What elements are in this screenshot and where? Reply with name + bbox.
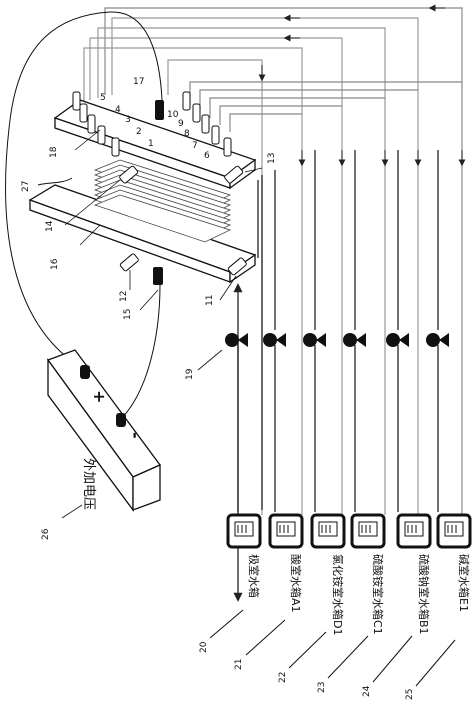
tanks: [226, 513, 472, 549]
pin-number-4: 4: [115, 105, 121, 115]
tank-label-3: 氯化铵室水箱D1: [331, 554, 345, 635]
tank-5: [396, 513, 432, 549]
label-electrode-15: 15: [123, 309, 133, 320]
label-right-port-bottom: 11: [205, 295, 215, 306]
pin-number-2: 2: [136, 127, 142, 137]
side-ports: [119, 165, 247, 276]
label-battery: 26: [41, 528, 51, 540]
pump-2: [263, 333, 286, 347]
pin-number-9: 9: [178, 119, 184, 129]
bottom-plate: [28, 184, 257, 284]
pumps: [225, 333, 449, 347]
top-pins-left: [72, 91, 120, 157]
tank-labels: 极室水箱 酸室水箱A1 氯化铵室水箱D1 硫酸铵室水箱C1 硫酸钠室水箱B1 碱…: [247, 554, 471, 635]
pin-number-10: 10: [167, 110, 179, 120]
tank-number-1: 20: [199, 641, 209, 653]
tank-number-2: 21: [234, 659, 244, 670]
tank-4: [350, 513, 386, 549]
pump-number: 19: [185, 368, 195, 380]
battery-plus: +: [90, 390, 109, 403]
label-left-port: 12: [119, 291, 129, 302]
label-membranes: 14: [45, 220, 55, 232]
tank-3: [310, 513, 346, 549]
pump-5: [386, 333, 409, 347]
label-lead-27: 27: [21, 181, 31, 192]
pin-number-5: 5: [100, 93, 106, 103]
pump-6: [426, 333, 449, 347]
tank-6: [436, 513, 472, 549]
tank-label-4: 硫酸铵室水箱C1: [371, 554, 385, 635]
tank-number-5: 24: [362, 685, 372, 697]
pin-numbers: 5 4 3 2 1 17 10 9 8 7 6: [100, 77, 210, 161]
pump-3: [303, 333, 326, 347]
pin-number-8: 8: [184, 129, 190, 139]
top-pins-right: [182, 91, 232, 157]
tank-label-2: 酸室水箱A1: [289, 554, 303, 613]
tank-label-1: 极室水箱: [247, 554, 261, 598]
pin-number-17: 17: [133, 77, 144, 87]
electrode-17: [155, 100, 164, 120]
stack-numbers: [64, 129, 263, 311]
flow-arrows: [258, 4, 466, 167]
battery: [46, 349, 162, 512]
battery-negative-terminal: [116, 413, 126, 427]
label-bottom-plate: 16: [50, 258, 60, 270]
pin-number-3: 3: [125, 115, 131, 125]
pump-4: [343, 333, 366, 347]
pin-number-6: 6: [204, 151, 210, 161]
pin-number-7: 7: [192, 141, 198, 151]
tank-1: [226, 513, 262, 549]
tank-number-3: 22: [278, 672, 288, 683]
tank-label-5: 硫酸钠室水箱B1: [417, 554, 431, 635]
power-leads: [5, 11, 163, 421]
battery-label: 外加电压: [81, 458, 96, 510]
tank-label-6: 碱室水箱E1: [457, 554, 471, 612]
battery-minus: -: [126, 432, 145, 439]
label-right-port-top: 13: [267, 153, 277, 164]
inlet-pipes: [188, 150, 439, 602]
pipeline-network: [83, 7, 463, 515]
battery-positive-terminal: [80, 365, 90, 379]
tank-number-6: 25: [405, 689, 415, 700]
label-top-plate: 18: [49, 146, 59, 158]
pin-number-1: 1: [148, 139, 154, 149]
electrode-15: [153, 267, 163, 285]
tank-numbers: 20 21 22 23 24 25: [199, 609, 456, 700]
tank-2: [268, 513, 304, 549]
tank-number-4: 23: [317, 682, 327, 693]
electrodialysis-stack: [28, 91, 257, 285]
pump-1: [225, 333, 248, 347]
